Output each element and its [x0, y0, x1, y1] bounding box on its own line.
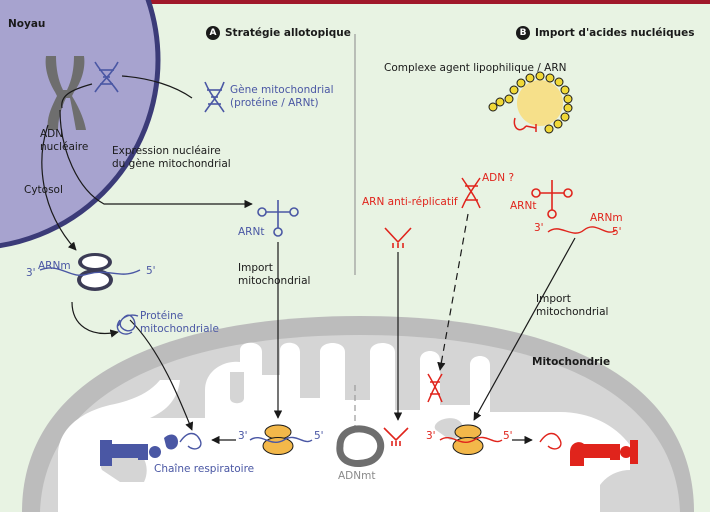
protein-line1: Protéine — [140, 310, 184, 322]
expression-line1: Expression nucléaire — [112, 145, 221, 157]
lipophilic-bead-complex-icon — [488, 71, 573, 134]
import-a-line1: Import — [238, 262, 273, 274]
arrows-panel-b — [393, 213, 576, 445]
anti-replicative-rna-icon — [384, 227, 412, 248]
arrows-panel-a — [41, 75, 283, 445]
mitochondrion-label: Mitochondrie — [532, 356, 611, 368]
panel-a-title: Stratégie allotopique — [225, 27, 351, 39]
respiratory-chain-label: Chaîne respiratoire — [154, 463, 255, 475]
mito-mrna-b-icon — [439, 436, 503, 443]
mito-mrna-a-icon — [249, 436, 313, 443]
expression-line2: du gène mitochondrial — [112, 158, 231, 170]
mito-mrna-a-5prime: 5' — [314, 430, 324, 442]
mrna-label-b: ARNm — [590, 212, 623, 224]
mito-anti-rna-icon — [383, 427, 409, 446]
lipophilic-complex-label: Complexe agent lipophilique / ARN — [384, 62, 567, 74]
mrna-label-a: ARNm — [38, 260, 71, 272]
mito-mrna-b-5prime: 5' — [503, 430, 513, 442]
mrna-red-icon — [547, 226, 617, 234]
panel-b-heading: B Import d'acides nucléiques — [516, 26, 694, 40]
cytosol-label: Cytosol — [24, 184, 63, 196]
nuclear-dna-line1: ADN — [40, 128, 64, 140]
nuclear-dna-line2: nucléaire — [40, 141, 89, 153]
mito-gene-line1: Gène mitochondrial — [230, 84, 334, 96]
dna-question-label: ADN ? — [482, 172, 515, 184]
mrna-a-3prime: 3' — [26, 267, 36, 279]
dna-helix-icon — [94, 61, 119, 93]
panel-b-letter: B — [516, 26, 530, 40]
respiratory-chain-red-icon — [570, 440, 638, 466]
red-dna-helix-icon — [461, 177, 481, 209]
panel-b-title: Import d'acides nucléiques — [535, 27, 695, 39]
mito-gene-label: Gène mitochondrial(protéine / ARNt) — [230, 84, 334, 110]
import-b-line2: mitochondrial — [536, 306, 609, 318]
anti-replicative-rna-label: ARN anti-réplicatif — [362, 196, 458, 208]
mito-gene-line2: (protéine / ARNt) — [230, 97, 319, 109]
top-border — [0, 0, 710, 4]
mito-ribosome-b-icon — [452, 424, 484, 455]
gene-dna-helix-icon — [204, 81, 225, 113]
mrna-icon — [39, 267, 141, 276]
trna-label-b: ARNt — [510, 200, 537, 212]
mito-mrna-a-3prime: 3' — [238, 430, 248, 442]
mrna-b-5prime: 5' — [612, 226, 622, 238]
mtdna-label: ADNmt — [338, 470, 376, 482]
mito-protein-a-icon — [179, 432, 202, 450]
panel-a-heading: A Stratégie allotopique — [206, 26, 351, 40]
mitochondrion — [22, 316, 694, 512]
mito-mrna-b-3prime: 3' — [426, 430, 436, 442]
mito-red-dna-icon — [427, 373, 443, 403]
chromosome-icon — [45, 56, 86, 130]
mito-protein-b-icon — [539, 432, 562, 450]
import-a-line2: mitochondrial — [238, 275, 311, 287]
panel-a-letter: A — [206, 26, 220, 40]
respiratory-chain-complex-icon — [100, 434, 178, 466]
nucleus-label: Noyau — [8, 18, 46, 30]
mrna-a-5prime: 5' — [146, 265, 156, 277]
protein-icon — [116, 314, 139, 335]
trna-icon — [257, 200, 299, 237]
ribosome-icon — [77, 253, 113, 291]
import-b-line1: Import — [536, 293, 571, 305]
trna-red-icon — [531, 180, 573, 219]
mrna-b-3prime: 3' — [534, 222, 544, 234]
trna-label-a: ARNt — [238, 226, 265, 238]
mtdna-ring-icon — [336, 425, 385, 467]
protein-line2: mitochondriale — [140, 323, 219, 335]
